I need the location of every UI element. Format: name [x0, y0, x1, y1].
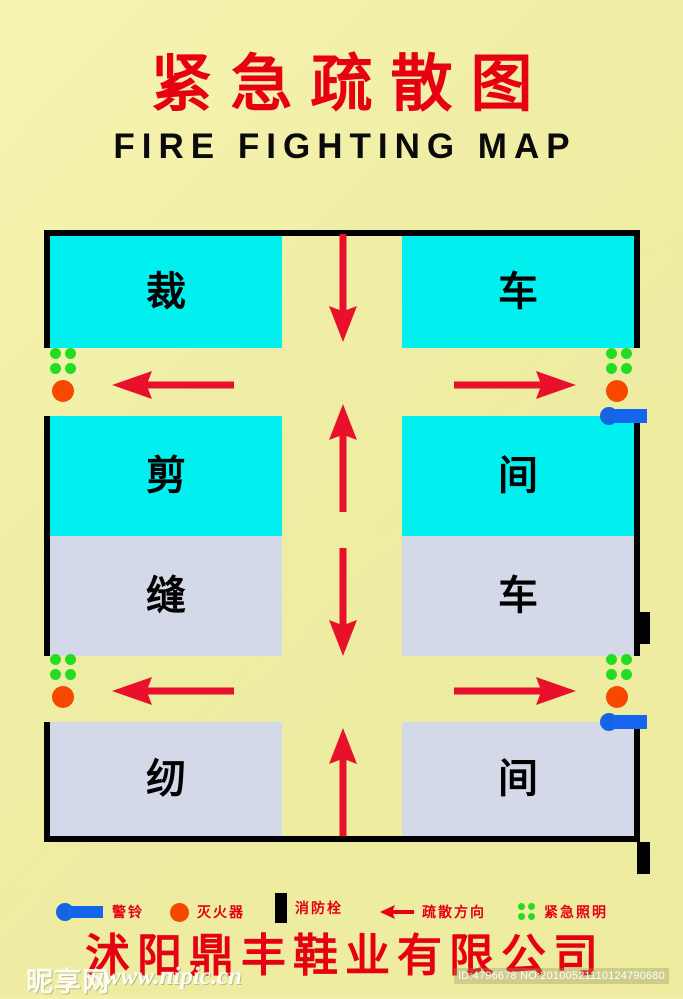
- poster-footer: 沭阳鼎丰鞋业有限公司: [0, 928, 683, 984]
- legend-item-direction: 疏散方向: [380, 899, 486, 925]
- cross-arrow-lower-left: [110, 676, 234, 710]
- cross-arrow-lower-right: [454, 676, 578, 710]
- corridor-arrow-1: [328, 234, 358, 348]
- watermark-id: ID:4796678 NO:20100521110124790680: [454, 968, 670, 984]
- legend-item-lighting: 紧急照明: [518, 899, 608, 925]
- watermark-url: www.nipic.cn: [104, 963, 242, 990]
- room-jian: 剪: [50, 416, 282, 536]
- room-label: 间: [498, 756, 538, 802]
- wall-left-upper: [44, 230, 50, 348]
- legend-label: 疏散方向: [422, 905, 486, 921]
- corridor-arrow-3: [328, 548, 358, 662]
- fire-hydrant-icon: [637, 612, 650, 644]
- alarm-bell-icon: [600, 407, 648, 425]
- wall-right-lower: [634, 722, 640, 842]
- cross-arrow-upper-right: [454, 370, 578, 404]
- room-label: 缝: [146, 573, 186, 619]
- legend-item-bell: 警铃: [56, 899, 144, 925]
- emergency-light-icon: [606, 348, 632, 374]
- wall-bottom: [44, 836, 640, 842]
- emergency-light-icon: [606, 654, 632, 680]
- legend-label: 灭火器: [197, 905, 245, 921]
- alarm-bell-icon: [600, 713, 648, 731]
- floor-plan: 裁 车 剪 缝 间 车 纫 间: [44, 230, 650, 874]
- fire-extinguisher-icon: [606, 686, 628, 708]
- room-label: 纫: [146, 756, 186, 802]
- room-ren: 纫: [50, 722, 282, 836]
- fire-extinguisher-icon: [606, 380, 628, 402]
- room-label: 间: [498, 453, 538, 499]
- emergency-light-icon: [50, 654, 76, 680]
- room-jian-3: 间: [402, 722, 634, 836]
- room-label: 车: [498, 573, 538, 619]
- room-jian-2: 间: [402, 416, 634, 536]
- emergency-light-icon: [50, 348, 76, 374]
- legend-item-hydrant: 消防栓: [275, 893, 343, 923]
- room-feng: 缝: [50, 536, 282, 656]
- page-title-english: FIRE FIGHTING MAP: [113, 127, 577, 166]
- emergency-light-icon: [518, 903, 536, 921]
- corridor-arrow-2: [328, 402, 358, 516]
- wall-left-lower: [44, 722, 50, 842]
- fire-hydrant-icon: [275, 893, 287, 923]
- corridor-arrow-4: [328, 726, 358, 840]
- fire-extinguisher-icon: [52, 380, 74, 402]
- fire-hydrant-icon: [637, 842, 650, 874]
- watermark-logo: 昵享网: [26, 967, 110, 998]
- wall-top: [44, 230, 640, 236]
- legend: 警铃 灭火器 消防栓 疏散方向 紧急照明: [0, 893, 683, 929]
- poster-header: 紧急疏散图 FIRE FIGHTING MAP: [0, 48, 683, 170]
- fire-extinguisher-icon: [52, 686, 74, 708]
- legend-label: 警铃: [112, 905, 144, 921]
- room-che-1: 车: [402, 236, 634, 348]
- company-name: 沭阳鼎丰鞋业有限公司: [84, 929, 605, 982]
- legend-label: 消防栓: [295, 901, 343, 917]
- wall-left-middle: [44, 416, 50, 656]
- fire-extinguisher-icon: [170, 902, 189, 922]
- wall-right-middle: [634, 416, 640, 656]
- alarm-bell-icon: [56, 903, 104, 921]
- legend-label: 紧急照明: [544, 905, 608, 921]
- room-label: 剪: [146, 453, 186, 499]
- room-cai: 裁: [50, 236, 282, 348]
- room-che-2: 车: [402, 536, 634, 656]
- room-label: 车: [498, 269, 538, 315]
- legend-item-extinguisher: 灭火器: [170, 899, 245, 925]
- cross-arrow-upper-left: [110, 370, 234, 404]
- page-title-chinese: 紧急疏散图: [150, 47, 551, 120]
- evacuation-arrow-icon: [380, 904, 414, 920]
- room-label: 裁: [146, 269, 186, 315]
- wall-right-upper: [634, 230, 640, 348]
